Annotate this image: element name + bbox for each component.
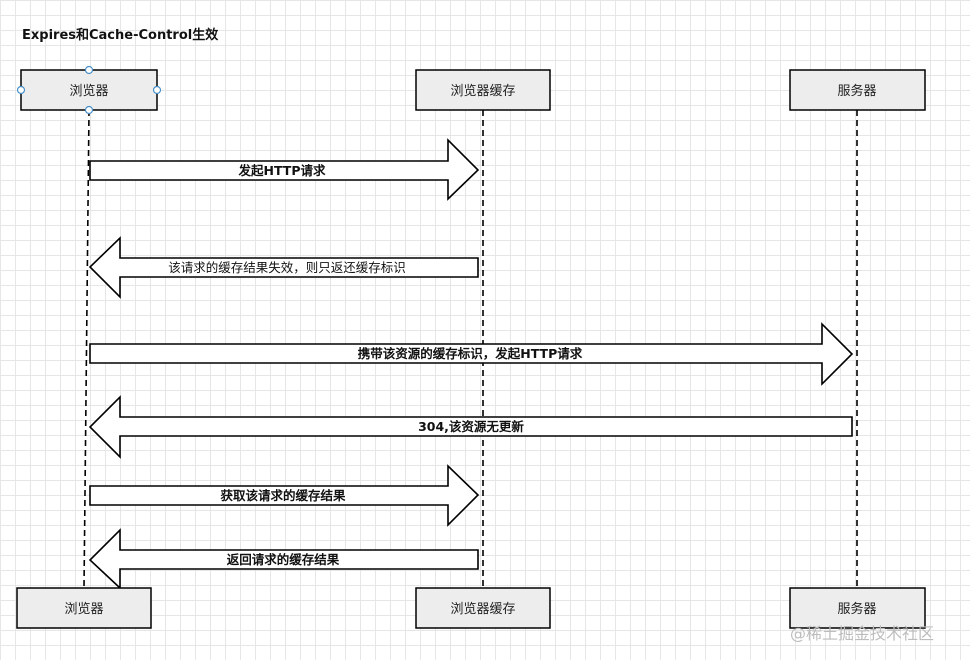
participant-cache-bottom[interactable]: 浏览器缓存	[415, 587, 551, 629]
participant-browser-bottom[interactable]: 浏览器	[16, 587, 152, 629]
participant-cache-top[interactable]: 浏览器缓存	[415, 69, 551, 111]
message-label-1: 发起HTTP请求	[238, 163, 326, 178]
participant-browser-bottom-label: 浏览器	[64, 601, 103, 617]
message-label-4: 304,该资源无更新	[418, 419, 524, 434]
message-arrow-4[interactable]: 304,该资源无更新	[88, 395, 853, 459]
message-arrow-2[interactable]: 该请求的缓存结果失效，则只返还缓存标识	[88, 236, 479, 299]
selection-handle-bottom[interactable]	[84, 105, 94, 115]
message-arrow-6[interactable]: 返回请求的缓存结果	[88, 528, 479, 590]
participant-server-top[interactable]: 服务器	[789, 69, 926, 111]
participant-cache-bottom-label: 浏览器缓存	[450, 601, 515, 617]
message-arrow-3[interactable]: 携带该资源的缓存标识，发起HTTP请求	[89, 322, 854, 386]
diagram-title: Expires和Cache-Control生效	[22, 28, 219, 43]
message-arrow-5[interactable]: 获取该请求的缓存结果	[89, 464, 480, 527]
selection-handle-top[interactable]	[84, 65, 94, 75]
message-label-3: 携带该资源的缓存标识，发起HTTP请求	[358, 346, 583, 361]
participant-browser-top-label: 浏览器	[69, 83, 108, 99]
message-label-6: 返回请求的缓存结果	[227, 552, 340, 567]
participant-server-bottom[interactable]: 服务器	[789, 587, 926, 629]
message-arrow-1[interactable]: 发起HTTP请求	[89, 138, 480, 201]
participant-browser-top[interactable]: 浏览器	[20, 69, 158, 111]
participant-server-bottom-label: 服务器	[837, 601, 876, 617]
selection-handle-right[interactable]	[152, 85, 162, 95]
message-label-2: 该请求的缓存结果失效，则只返还缓存标识	[168, 260, 406, 275]
selection-handle-left[interactable]	[16, 85, 26, 95]
message-label-5: 获取该请求的缓存结果	[220, 488, 346, 503]
participant-cache-top-label: 浏览器缓存	[450, 83, 515, 99]
participant-server-top-label: 服务器	[837, 83, 876, 99]
watermark: @稀土掘金技术社区	[790, 624, 935, 643]
lifeline-browser	[83, 109, 90, 589]
